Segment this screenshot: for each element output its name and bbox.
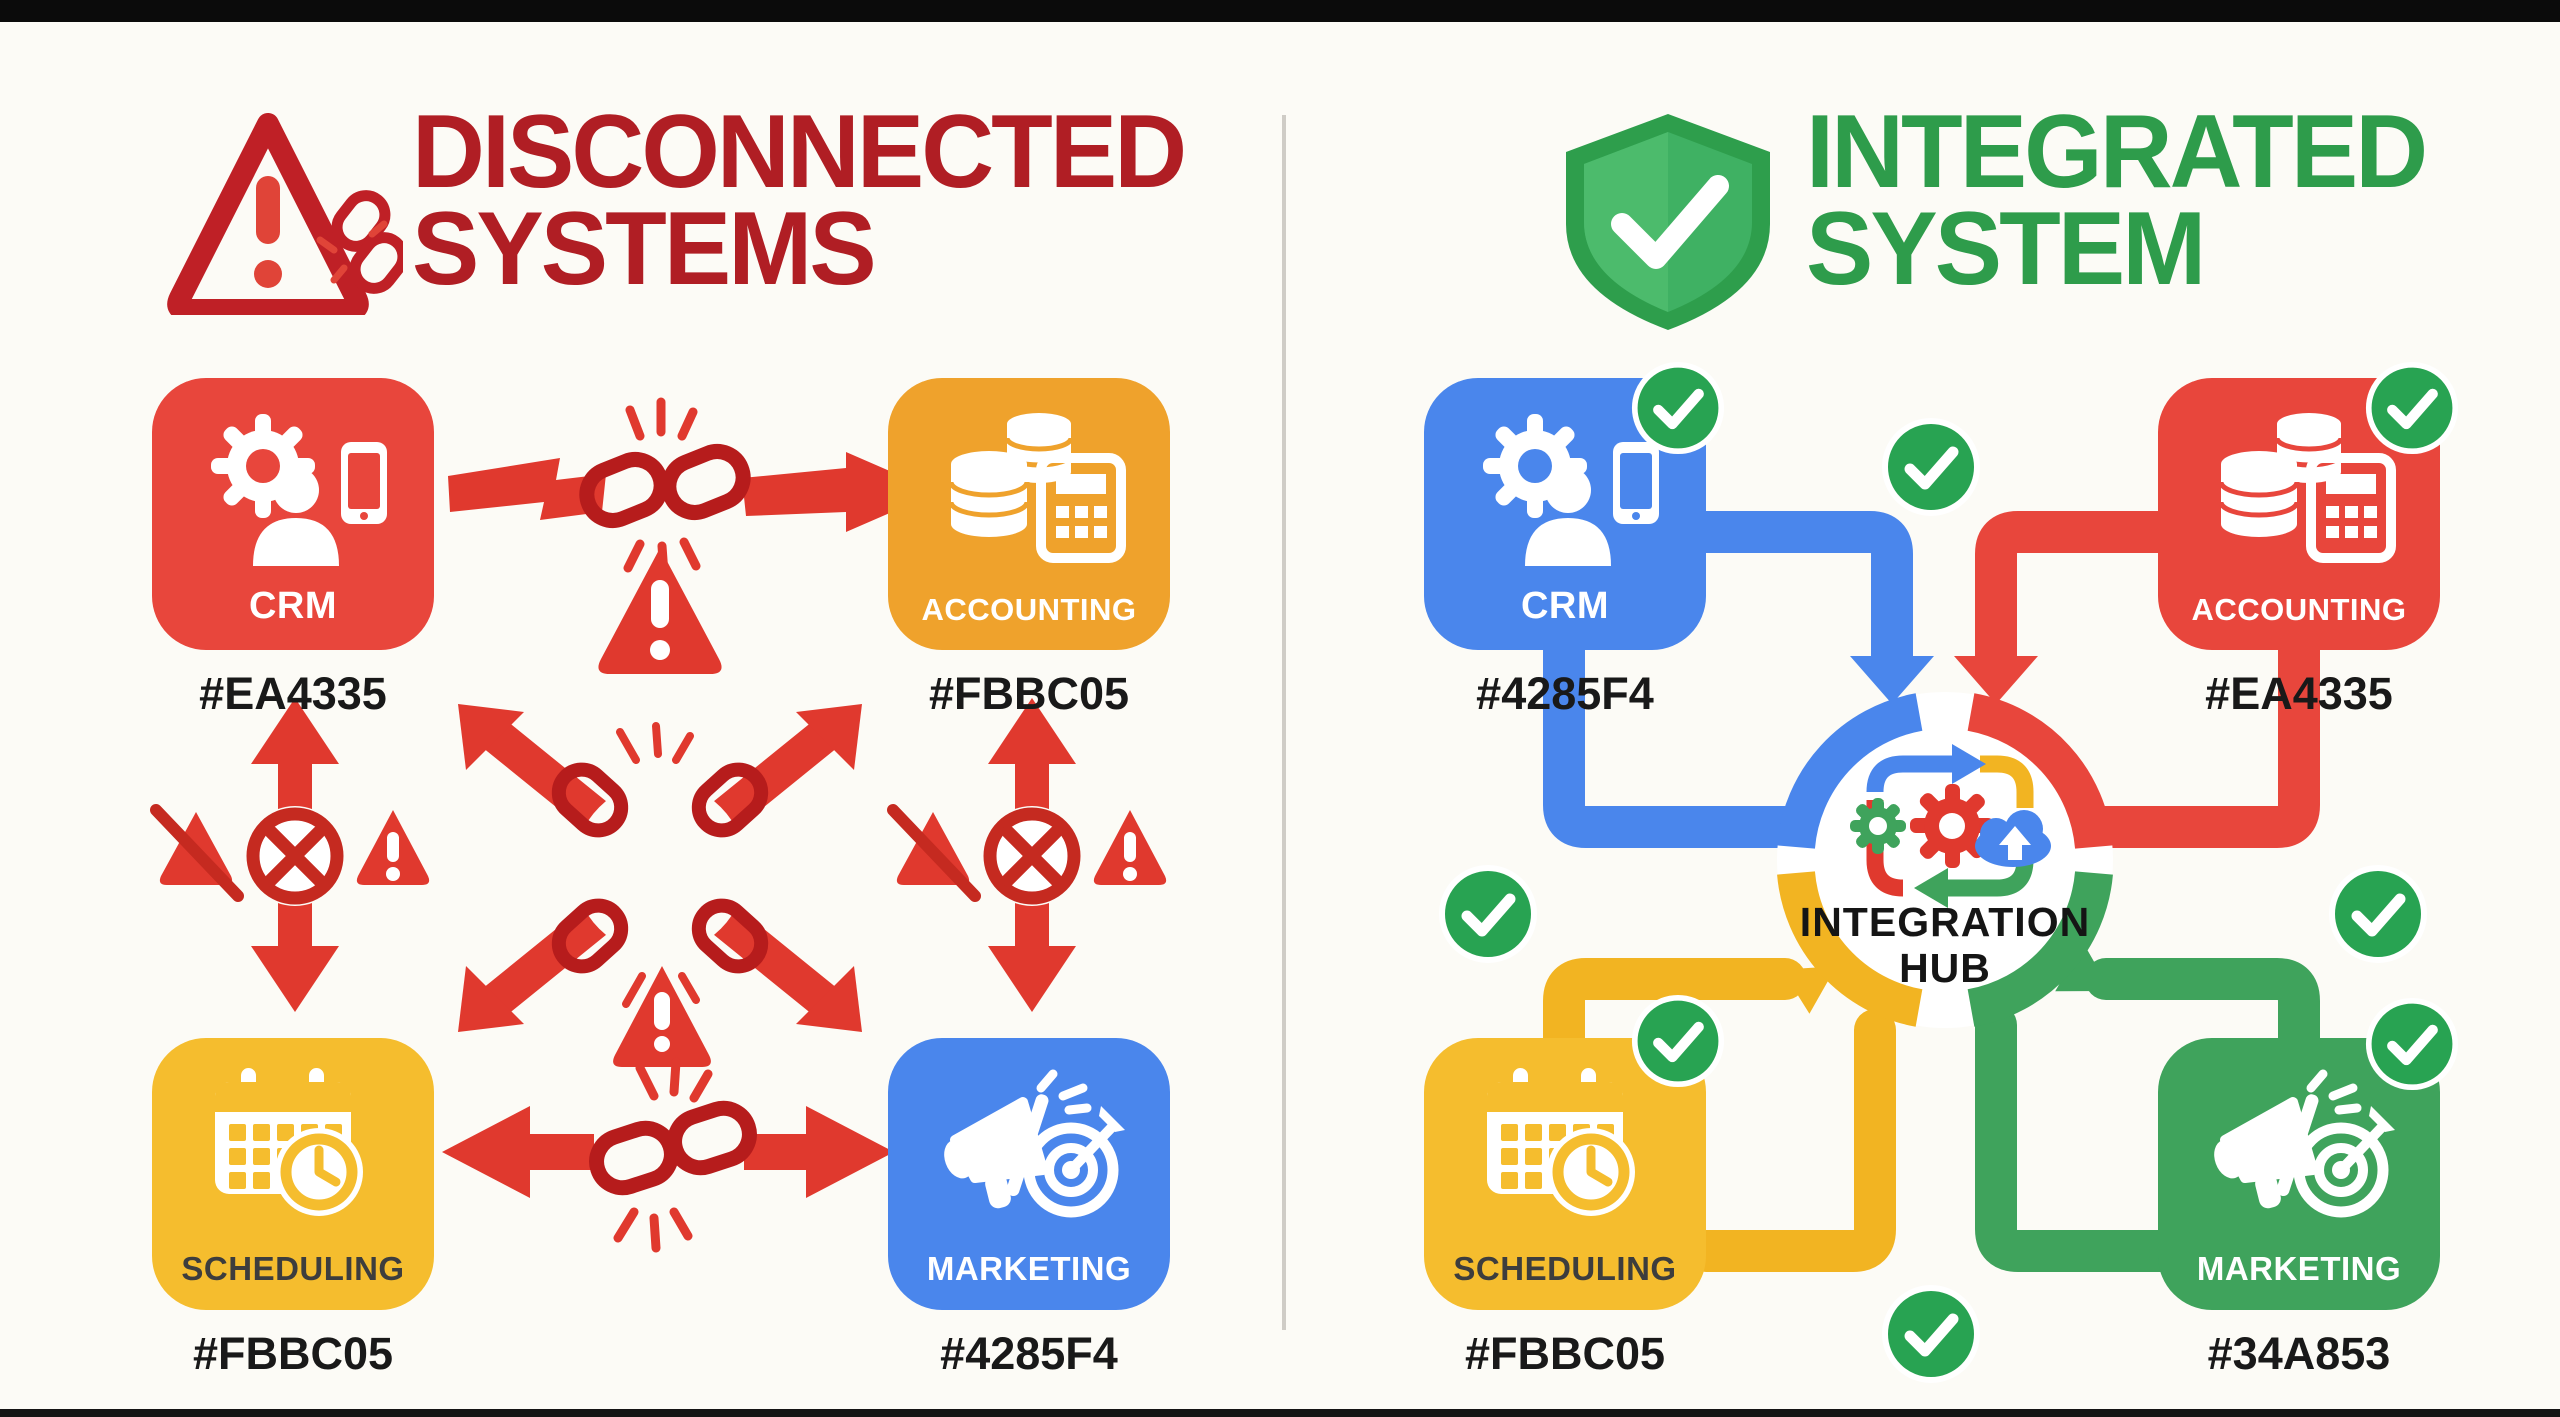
- pipe-crm: [1679, 511, 1913, 677]
- app-card-accounting-left: ACCOUNTING: [888, 378, 1170, 650]
- warning-triangle-lower: [613, 966, 711, 1067]
- hex-label-scheduling-right: #FBBC05: [1464, 1328, 1666, 1379]
- check-icon-scheduling: [1631, 994, 1725, 1088]
- check-icon-crm: [1631, 361, 1725, 455]
- check-icon-right-center: [2328, 864, 2428, 964]
- pipe-marketing: [2085, 958, 2320, 1063]
- right-title-line1: INTEGRATED: [1806, 94, 2428, 210]
- bottom-border-bar: [0, 1409, 2560, 1417]
- blocked-sync-right-column: [887, 698, 1167, 1012]
- hex-label-scheduling-left: #FBBC05: [192, 1328, 394, 1379]
- marketing-icon: [929, 1066, 1129, 1226]
- hex-label-marketing-right: #34A853: [2207, 1328, 2391, 1379]
- app-label: MARKETING: [926, 1250, 1132, 1287]
- check-icon-accounting: [2365, 361, 2459, 455]
- shield-check-icon: [1566, 114, 1770, 330]
- app-label: SCHEDULING: [181, 1250, 405, 1287]
- hub-label-line1: INTEGRATION: [1799, 899, 2091, 945]
- app-label: CRM: [248, 585, 338, 627]
- hex-label-crm-right: #4285F4: [1476, 668, 1654, 719]
- warning-triangle-upper: [598, 548, 722, 674]
- broken-connections-art: [150, 397, 1167, 1253]
- integration-hub-art: [1543, 511, 2320, 1272]
- hub-label: INTEGRATION HUB: [1745, 899, 2145, 992]
- scheduling-icon: [1465, 1066, 1665, 1226]
- right-panel-title: INTEGRATED SYSTEM: [1806, 94, 2428, 307]
- hex-label-marketing-left: #4285F4: [940, 1328, 1118, 1379]
- blocked-sync-left-column: [150, 698, 430, 1012]
- crm-icon: [193, 406, 393, 566]
- app-label: CRM: [1520, 585, 1610, 627]
- right-title-line2: SYSTEM: [1806, 190, 2206, 307]
- hex-label-accounting-right: #EA4335: [2205, 668, 2393, 719]
- check-icon-left-center: [1438, 864, 1538, 964]
- warning-broken-link-icon: [167, 113, 403, 315]
- app-card-scheduling-right: SCHEDULING: [1424, 1038, 1706, 1310]
- left-panel-title: DISCONNECTED SYSTEMS: [412, 94, 1187, 307]
- app-label: SCHEDULING: [1453, 1250, 1677, 1287]
- app-card-crm-left: CRM: [152, 378, 434, 650]
- panel-divider: [1282, 115, 1286, 1330]
- scheduling-icon: [193, 1066, 393, 1226]
- pipe-accounting: [1975, 511, 2181, 677]
- app-label: ACCOUNTING: [2191, 592, 2407, 627]
- hex-label-crm-left: #EA4335: [199, 668, 387, 719]
- app-card-scheduling-left: SCHEDULING: [152, 1038, 434, 1310]
- accounting-icon: [929, 406, 1129, 566]
- app-card-marketing-left: MARKETING: [888, 1038, 1170, 1310]
- hex-label-accounting-left: #FBBC05: [928, 668, 1130, 719]
- app-label: ACCOUNTING: [921, 592, 1137, 627]
- left-title-line2: SYSTEMS: [412, 190, 877, 307]
- check-icon-top-center: [1881, 417, 1981, 517]
- hub-sync-icon: [1850, 744, 2051, 908]
- hub-label-line2: HUB: [1899, 944, 1991, 991]
- left-title-line1: DISCONNECTED: [412, 94, 1187, 210]
- check-icon-bottom-center: [1881, 1284, 1981, 1384]
- app-label: MARKETING: [2196, 1250, 2402, 1287]
- check-icon-marketing: [2365, 997, 2459, 1091]
- top-border-bar: [0, 0, 2560, 22]
- crossed-broken-arrows: [458, 704, 862, 1032]
- pipe-scheduling: [1543, 958, 1806, 1063]
- broken-chain-arrow-bottom: [442, 1057, 894, 1253]
- broken-chain-arrow-top: [448, 397, 938, 579]
